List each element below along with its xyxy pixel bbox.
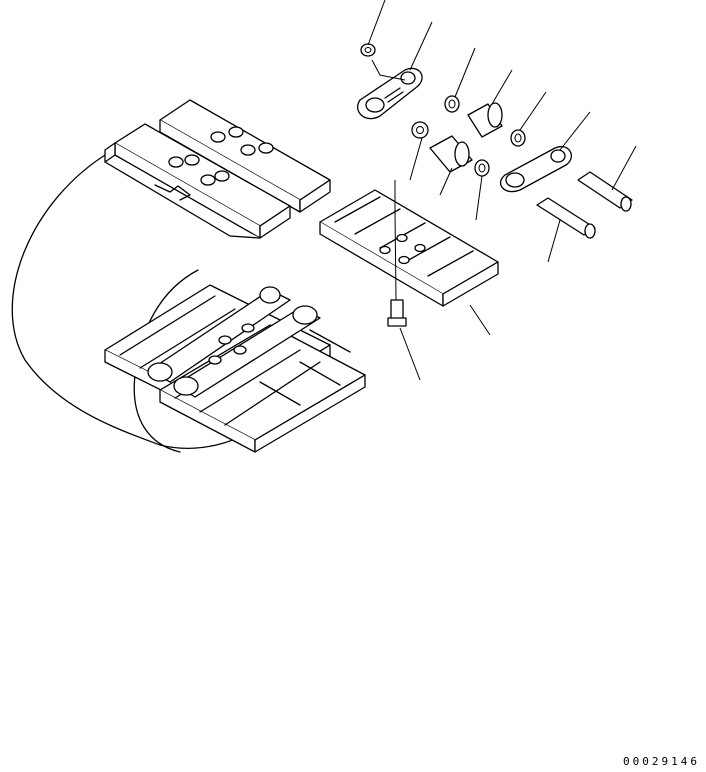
bushing-2	[430, 136, 472, 172]
drawing-number: 00029146	[623, 755, 700, 768]
bushing-ring-2	[511, 130, 525, 146]
lower-assembly	[105, 285, 365, 452]
pin-1	[578, 172, 632, 211]
upper-shoes	[105, 100, 330, 238]
track-shoe	[320, 190, 498, 306]
bushing-1	[468, 103, 502, 137]
bushing-ring-4	[475, 160, 489, 176]
nut-top	[361, 44, 375, 56]
bushing-ring-1	[445, 96, 459, 112]
link-right	[501, 147, 572, 192]
link-left	[358, 68, 422, 118]
bushing-ring-3	[412, 122, 428, 138]
shoe-bolt	[388, 300, 406, 326]
leader-lines	[368, 0, 636, 380]
pin-2	[537, 198, 595, 238]
